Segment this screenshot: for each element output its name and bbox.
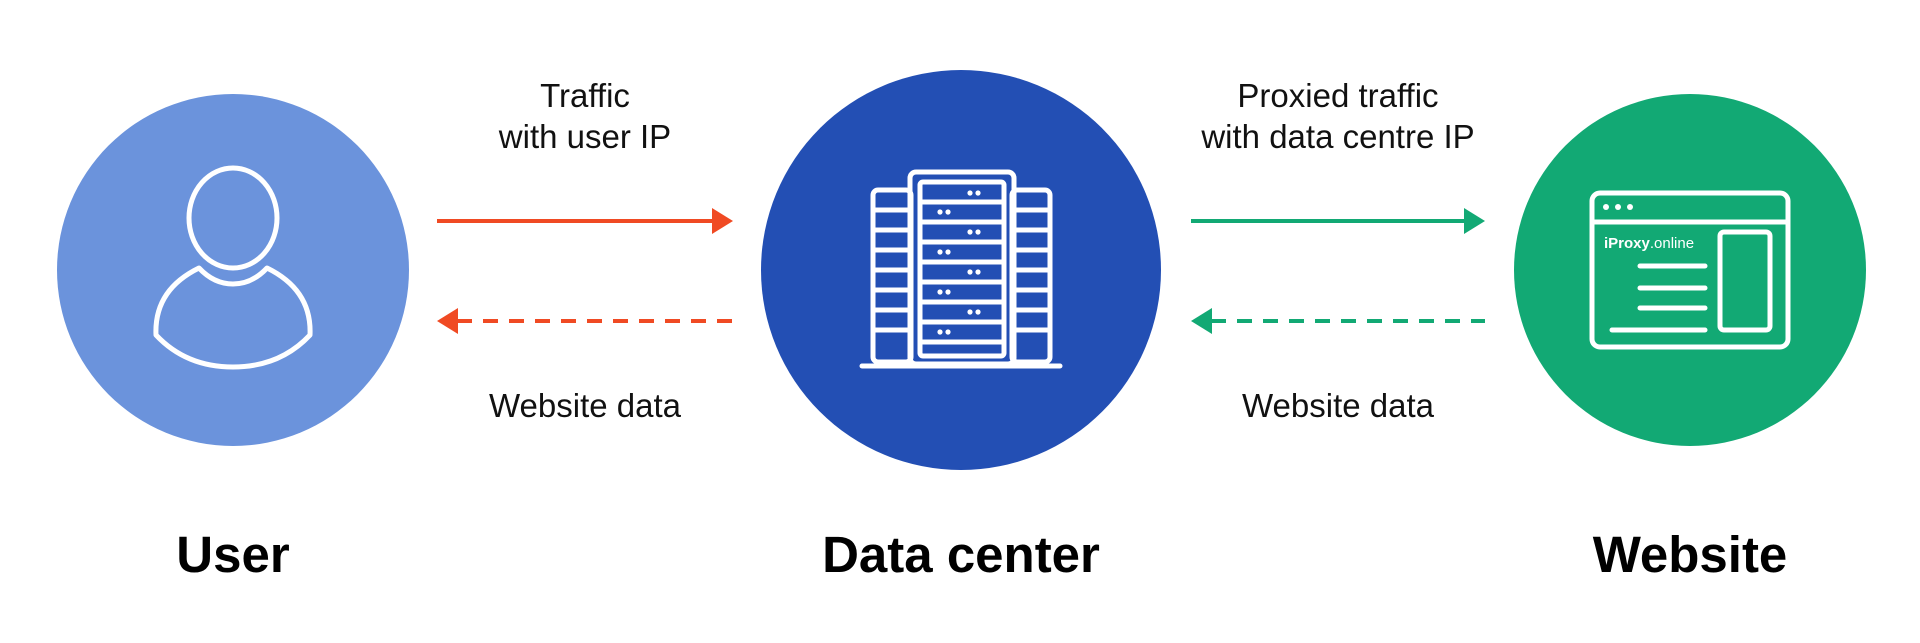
edge-website-to-datacenter bbox=[1191, 308, 1485, 334]
server-rack-icon bbox=[859, 169, 1063, 369]
logo-brand: iProxy bbox=[1604, 235, 1651, 252]
website-logo: iProxy.online bbox=[1604, 235, 1694, 252]
server-led-dots bbox=[937, 190, 981, 335]
user-icon bbox=[153, 165, 313, 370]
logo-suffix: .online bbox=[1650, 235, 1694, 252]
edge-label-traffic-user-ip: Traffic with user IP bbox=[498, 77, 672, 155]
website-node bbox=[1514, 94, 1866, 446]
edge-label-website-data-left: Website data bbox=[488, 387, 682, 424]
browser-dots bbox=[1603, 204, 1633, 210]
edge-label-website-data-right: Website data bbox=[1241, 387, 1435, 424]
edge-user-to-datacenter bbox=[437, 208, 733, 234]
node-label-datacenter: Data center bbox=[822, 526, 1100, 583]
edge-label-proxied-traffic: Proxied traffic with data centre IP bbox=[1201, 77, 1475, 155]
edge-datacenter-to-user bbox=[437, 308, 732, 334]
datacenter-node bbox=[761, 70, 1161, 470]
browser-window-icon bbox=[1589, 190, 1791, 350]
node-label-website: Website bbox=[1592, 526, 1788, 583]
node-label-user: User bbox=[176, 526, 290, 583]
edge-datacenter-to-website bbox=[1191, 208, 1485, 234]
